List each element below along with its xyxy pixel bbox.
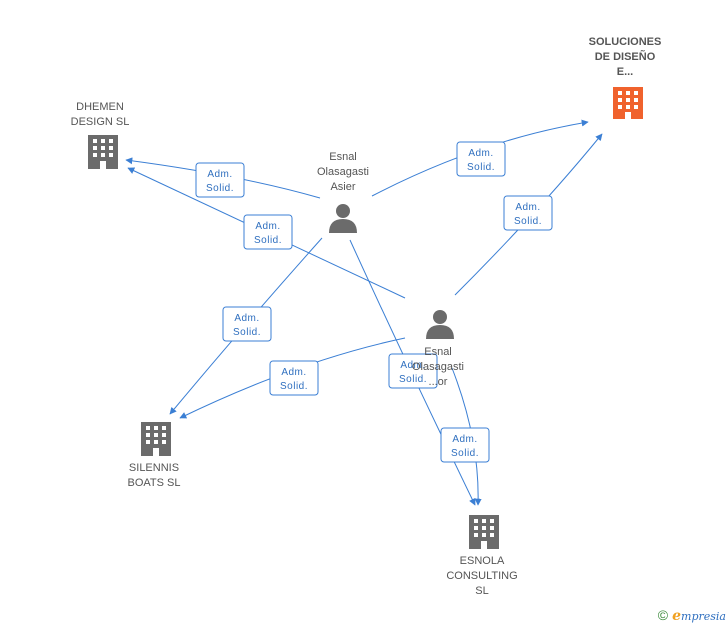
building-icon[interactable] [88, 135, 118, 169]
edge-labels: Adm. Solid. Adm. Solid. Adm. Solid. Adm.… [195, 141, 553, 463]
svg-text:Solid.: Solid. [206, 183, 234, 194]
person-label-asier[interactable]: Esnal Olasagasti Asier [317, 151, 369, 193]
person-icon[interactable] [426, 310, 454, 339]
svg-text:Adm.: Adm. [234, 313, 259, 324]
company-label-dhemen[interactable]: DHEMEN DESIGN SL [70, 101, 130, 128]
svg-text:Solid.: Solid. [467, 162, 495, 173]
edge-label[interactable]: Adm. Solid. [195, 162, 245, 198]
edge-label[interactable]: Adm. Solid. [388, 353, 438, 389]
company-label-silennis[interactable]: SILENNIS BOATS SL [127, 462, 181, 489]
svg-text:Adm.: Adm. [452, 434, 477, 445]
svg-text:Adm.: Adm. [207, 169, 232, 180]
person-label-second[interactable]: Esnal Olasagasti ...or [412, 346, 464, 388]
company-label-esnola[interactable]: ESNOLA CONSULTING SL [446, 555, 518, 597]
company-label-soluciones[interactable]: SOLUCIONES DE DISEÑO E... [588, 36, 662, 78]
edge-label[interactable]: Adm. Solid. [456, 141, 506, 177]
edge-label[interactable]: Adm. Solid. [243, 214, 293, 250]
copyright-icon: © [657, 607, 669, 623]
svg-text:Solid.: Solid. [399, 374, 427, 385]
svg-text:Solid.: Solid. [451, 448, 479, 459]
svg-text:Adm.: Adm. [281, 367, 306, 378]
building-icon[interactable] [613, 87, 643, 119]
copyright-brand: ©empresia [658, 607, 726, 624]
svg-text:Solid.: Solid. [254, 235, 282, 246]
edge-label[interactable]: Adm. Solid. [440, 427, 490, 463]
svg-text:Adm.: Adm. [255, 221, 280, 232]
brand-logo: empresia [672, 608, 726, 624]
edge-label[interactable]: Adm. Solid. [269, 360, 319, 396]
building-icon[interactable] [469, 515, 499, 549]
svg-text:Solid.: Solid. [280, 381, 308, 392]
building-icon[interactable] [141, 422, 171, 456]
svg-text:Adm.: Adm. [468, 148, 493, 159]
svg-text:Adm.: Adm. [515, 202, 540, 213]
svg-text:Solid.: Solid. [514, 216, 542, 227]
svg-text:Adm.: Adm. [400, 360, 425, 371]
person-icon[interactable] [329, 204, 357, 233]
svg-text:Solid.: Solid. [233, 327, 261, 338]
edge-label[interactable]: Adm. Solid. [222, 306, 272, 342]
edge-label[interactable]: Adm. Solid. [503, 195, 553, 231]
